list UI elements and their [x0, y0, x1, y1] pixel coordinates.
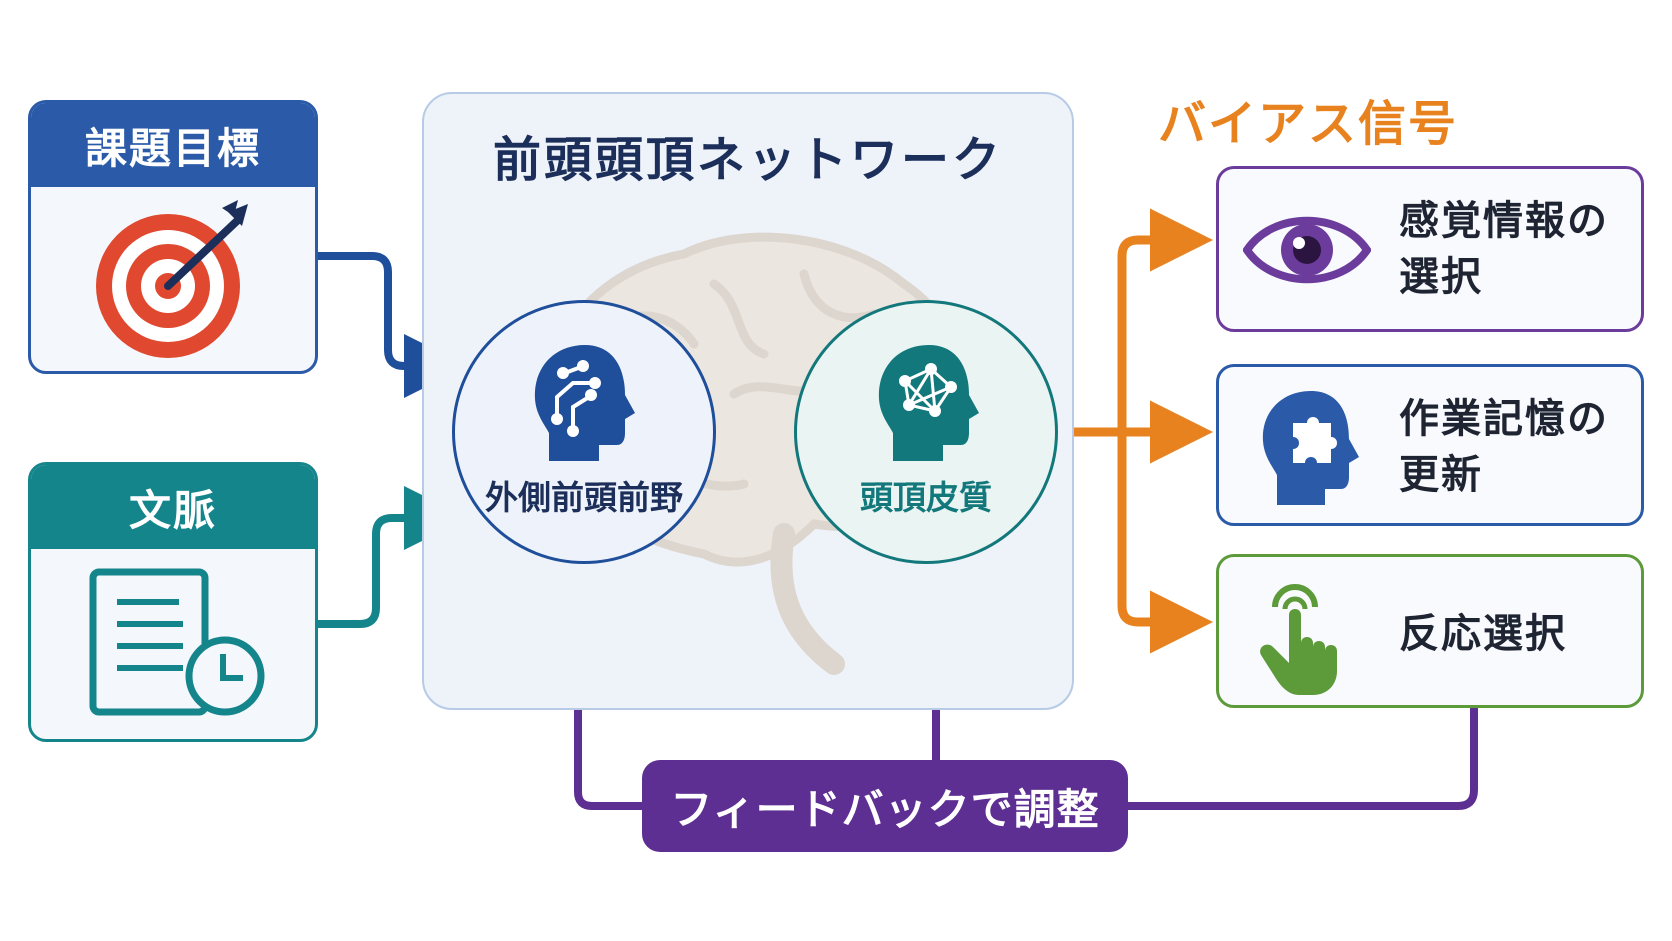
- document-clock-icon: [89, 568, 265, 716]
- feedback-to-dlpfc-arrow: [550, 578, 660, 810]
- head-circuit-icon: [534, 345, 635, 461]
- output-sensory-line1: 感覚情報の: [1399, 198, 1609, 244]
- dlpfc-label: 外側前頭前野: [485, 478, 683, 517]
- output-response-selection: 反応選択: [1216, 554, 1644, 708]
- head-network-icon: [878, 345, 979, 461]
- output-memory-text: 作業記憶の 更新: [1399, 391, 1609, 503]
- dlpfc-node: 外側前頭前野: [452, 300, 716, 564]
- bias-signal-title: バイアス信号: [1158, 96, 1459, 152]
- head-puzzle-icon: [1262, 391, 1359, 505]
- network-title: 前頭頭頂ネットワーク: [492, 132, 1003, 188]
- hand-tap-icon: [1260, 584, 1337, 695]
- bias-arrow-top: [1117, 208, 1213, 432]
- context-card-title: 文脈: [31, 465, 315, 549]
- output-working-memory-update: 作業記憶の 更新: [1216, 364, 1644, 526]
- context-to-network-arrow: [318, 486, 468, 628]
- output-sensory-text: 感覚情報の 選択: [1399, 193, 1609, 305]
- eye-icon: [1243, 216, 1371, 284]
- goal-to-network-arrow: [318, 252, 468, 398]
- target-icon: [96, 200, 248, 358]
- parietal-label: 頭頂皮質: [860, 478, 992, 517]
- output-sensory-line2: 選択: [1399, 254, 1483, 300]
- goal-card-title: 課題目標: [31, 103, 315, 187]
- output-response-text: 反応選択: [1399, 606, 1567, 662]
- parietal-node: 頭頂皮質: [794, 300, 1058, 564]
- output-memory-line2: 更新: [1399, 452, 1483, 498]
- frontoparietal-network-panel: 前頭頭頂ネットワーク: [422, 92, 1074, 710]
- output-response-line1: 反応選択: [1399, 611, 1567, 657]
- bias-arrow-bottom: [1117, 432, 1213, 654]
- feedback-adjust-label: フィードバックで調整: [642, 760, 1128, 852]
- response-to-feedback-line: [1126, 708, 1478, 810]
- context-card: 文脈: [28, 462, 318, 742]
- output-memory-line1: 作業記憶の: [1399, 396, 1609, 442]
- goal-card: 課題目標: [28, 100, 318, 374]
- output-sensory-selection: 感覚情報の 選択: [1216, 166, 1644, 332]
